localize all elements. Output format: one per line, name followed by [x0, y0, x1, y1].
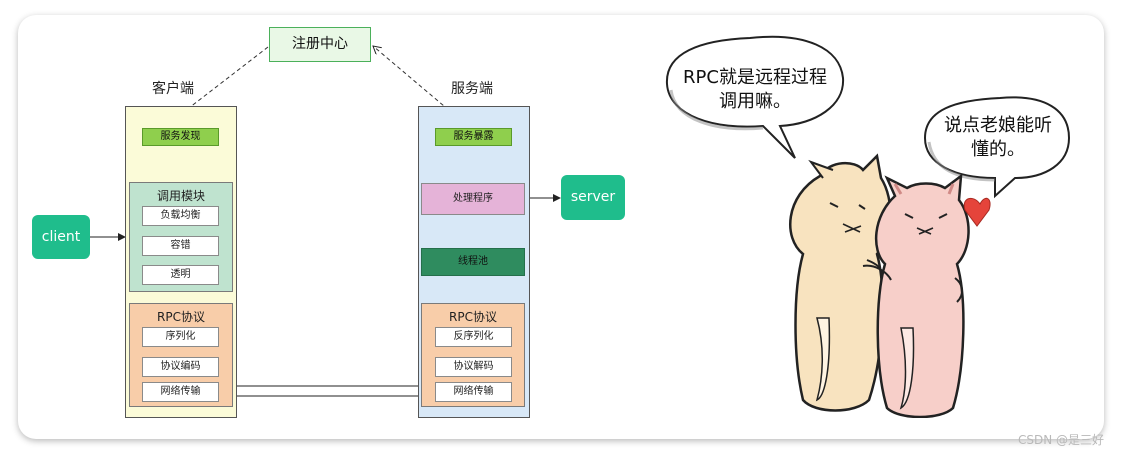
- speech-bubble-right: [923, 96, 1071, 199]
- service-expose-tag: 服务暴露: [435, 128, 512, 146]
- server-side-title: 服务端: [451, 81, 493, 97]
- deserialize-box: 反序列化: [435, 327, 512, 347]
- bubble-right-line1: 说点老娘能听: [944, 115, 1052, 136]
- bubble-left-line1: RPC就是远程过程: [683, 67, 827, 88]
- heart-icon: [963, 197, 991, 227]
- client-node: client: [32, 215, 90, 259]
- discovery-to-registry-arrow: [163, 46, 269, 128]
- client-label: client: [41, 229, 81, 245]
- service-discovery-tag: 服务发现: [142, 128, 219, 146]
- server-label: server: [570, 189, 616, 205]
- bubble-right-line2: 懂的。: [971, 139, 1025, 160]
- protocol-encode-box: 协议编码: [142, 357, 219, 377]
- fault-tolerance-box: 容错: [142, 236, 219, 256]
- registry-node: 注册中心: [269, 27, 371, 62]
- server-network-box: 网络传输: [435, 382, 512, 402]
- protocol-decode-box: 协议解码: [435, 357, 512, 377]
- server-rpc-title: RPC协议: [449, 310, 497, 324]
- registry-label: 注册中心: [292, 36, 348, 52]
- watermark: CSDN @是三好: [1018, 433, 1105, 447]
- thread-pool-box: 线程池: [421, 248, 525, 276]
- comic-illustration: [665, 35, 1071, 418]
- bubble-right-text: 说点老娘能听 懂的。: [928, 114, 1068, 162]
- pink-cat: [874, 173, 970, 418]
- bubble-left-line2: 调用嘛。: [719, 91, 791, 112]
- client-side-title: 客户端: [152, 81, 194, 97]
- client-rpc-title: RPC协议: [157, 310, 205, 324]
- transparency-box: 透明: [142, 265, 219, 285]
- handler-box: 处理程序: [421, 183, 525, 215]
- call-module-title: 调用模块: [156, 189, 205, 203]
- server-node: server: [561, 175, 625, 220]
- serialize-box: 序列化: [142, 327, 219, 347]
- load-balance-box: 负载均衡: [142, 206, 219, 226]
- client-network-box: 网络传输: [142, 382, 219, 402]
- tan-cat: [789, 153, 892, 412]
- bubble-left-text: RPC就是远程过程 调用嘛。: [675, 66, 835, 114]
- speech-bubble-left: [665, 35, 845, 159]
